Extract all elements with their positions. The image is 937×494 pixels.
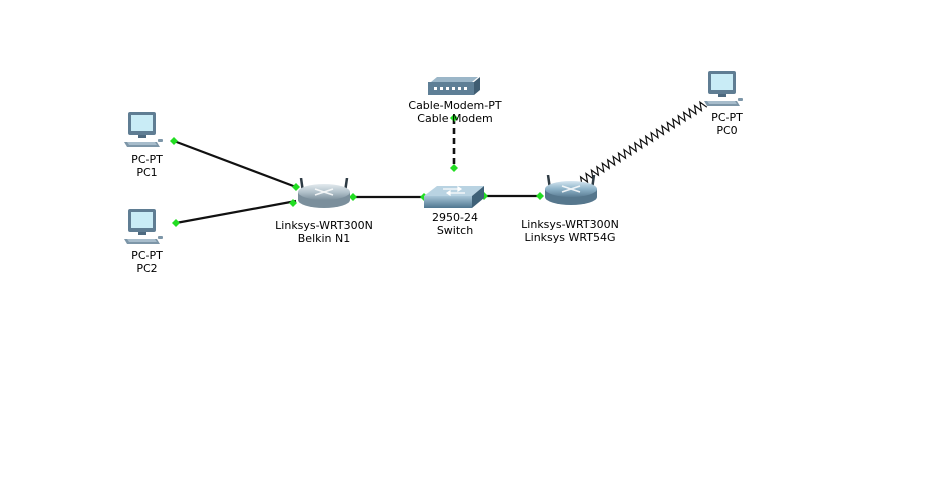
device-model: 2950-24	[432, 211, 478, 224]
wireless-router-icon[interactable]	[543, 175, 599, 205]
cable-modem-icon[interactable]	[428, 77, 480, 95]
device-name: Belkin N1	[297, 232, 351, 245]
pc-icon[interactable]	[124, 209, 163, 244]
port-indicator	[289, 199, 297, 207]
link-pc2-belkin[interactable]	[175, 199, 297, 225]
device-model: PC-PT	[711, 111, 743, 124]
device-name: Switch	[436, 224, 474, 237]
device-model: Linksys-WRT300N	[521, 218, 619, 231]
port-indicator	[536, 192, 544, 200]
port-indicator	[170, 137, 178, 145]
port-indicator	[450, 164, 458, 172]
link-pc1-belkin[interactable]	[173, 139, 297, 189]
device-name: PC0	[716, 124, 738, 137]
device-label-linksys: Linksys-WRT300N Linksys WRT54G	[521, 218, 619, 244]
device-label-belkin: Linksys-WRT300N Belkin N1	[275, 219, 373, 245]
port-indicator	[349, 193, 357, 201]
wireless-router-icon[interactable]	[296, 178, 352, 208]
link-linksys-pc0-wireless[interactable]	[579, 100, 708, 186]
device-label-pc1: PC-PT PC1	[131, 153, 163, 179]
pc-icon[interactable]	[124, 112, 163, 147]
switch-icon[interactable]	[424, 185, 484, 208]
device-name: Linksys WRT54G	[524, 231, 616, 244]
device-model: Cable-Modem-PT	[408, 99, 502, 112]
device-label-switch: 2950-24 Switch	[432, 211, 478, 237]
port-indicator	[292, 183, 300, 191]
device-label-pc2: PC-PT PC2	[131, 249, 163, 275]
pc-icon[interactable]	[704, 71, 743, 106]
device-name: PC1	[136, 166, 158, 179]
device-model: PC-PT	[131, 153, 163, 166]
links-layer	[173, 100, 708, 225]
device-model: Linksys-WRT300N	[275, 219, 373, 232]
port-indicator	[172, 219, 180, 227]
device-icons	[124, 71, 743, 244]
port-indicator	[450, 114, 458, 122]
port-indicators	[170, 114, 544, 227]
device-name: PC2	[136, 262, 158, 275]
device-name: Cable Modem	[417, 112, 493, 125]
device-model: PC-PT	[131, 249, 163, 262]
device-label-pc0: PC-PT PC0	[711, 111, 743, 137]
device-label-modem: Cable-Modem-PT Cable Modem	[408, 99, 501, 125]
